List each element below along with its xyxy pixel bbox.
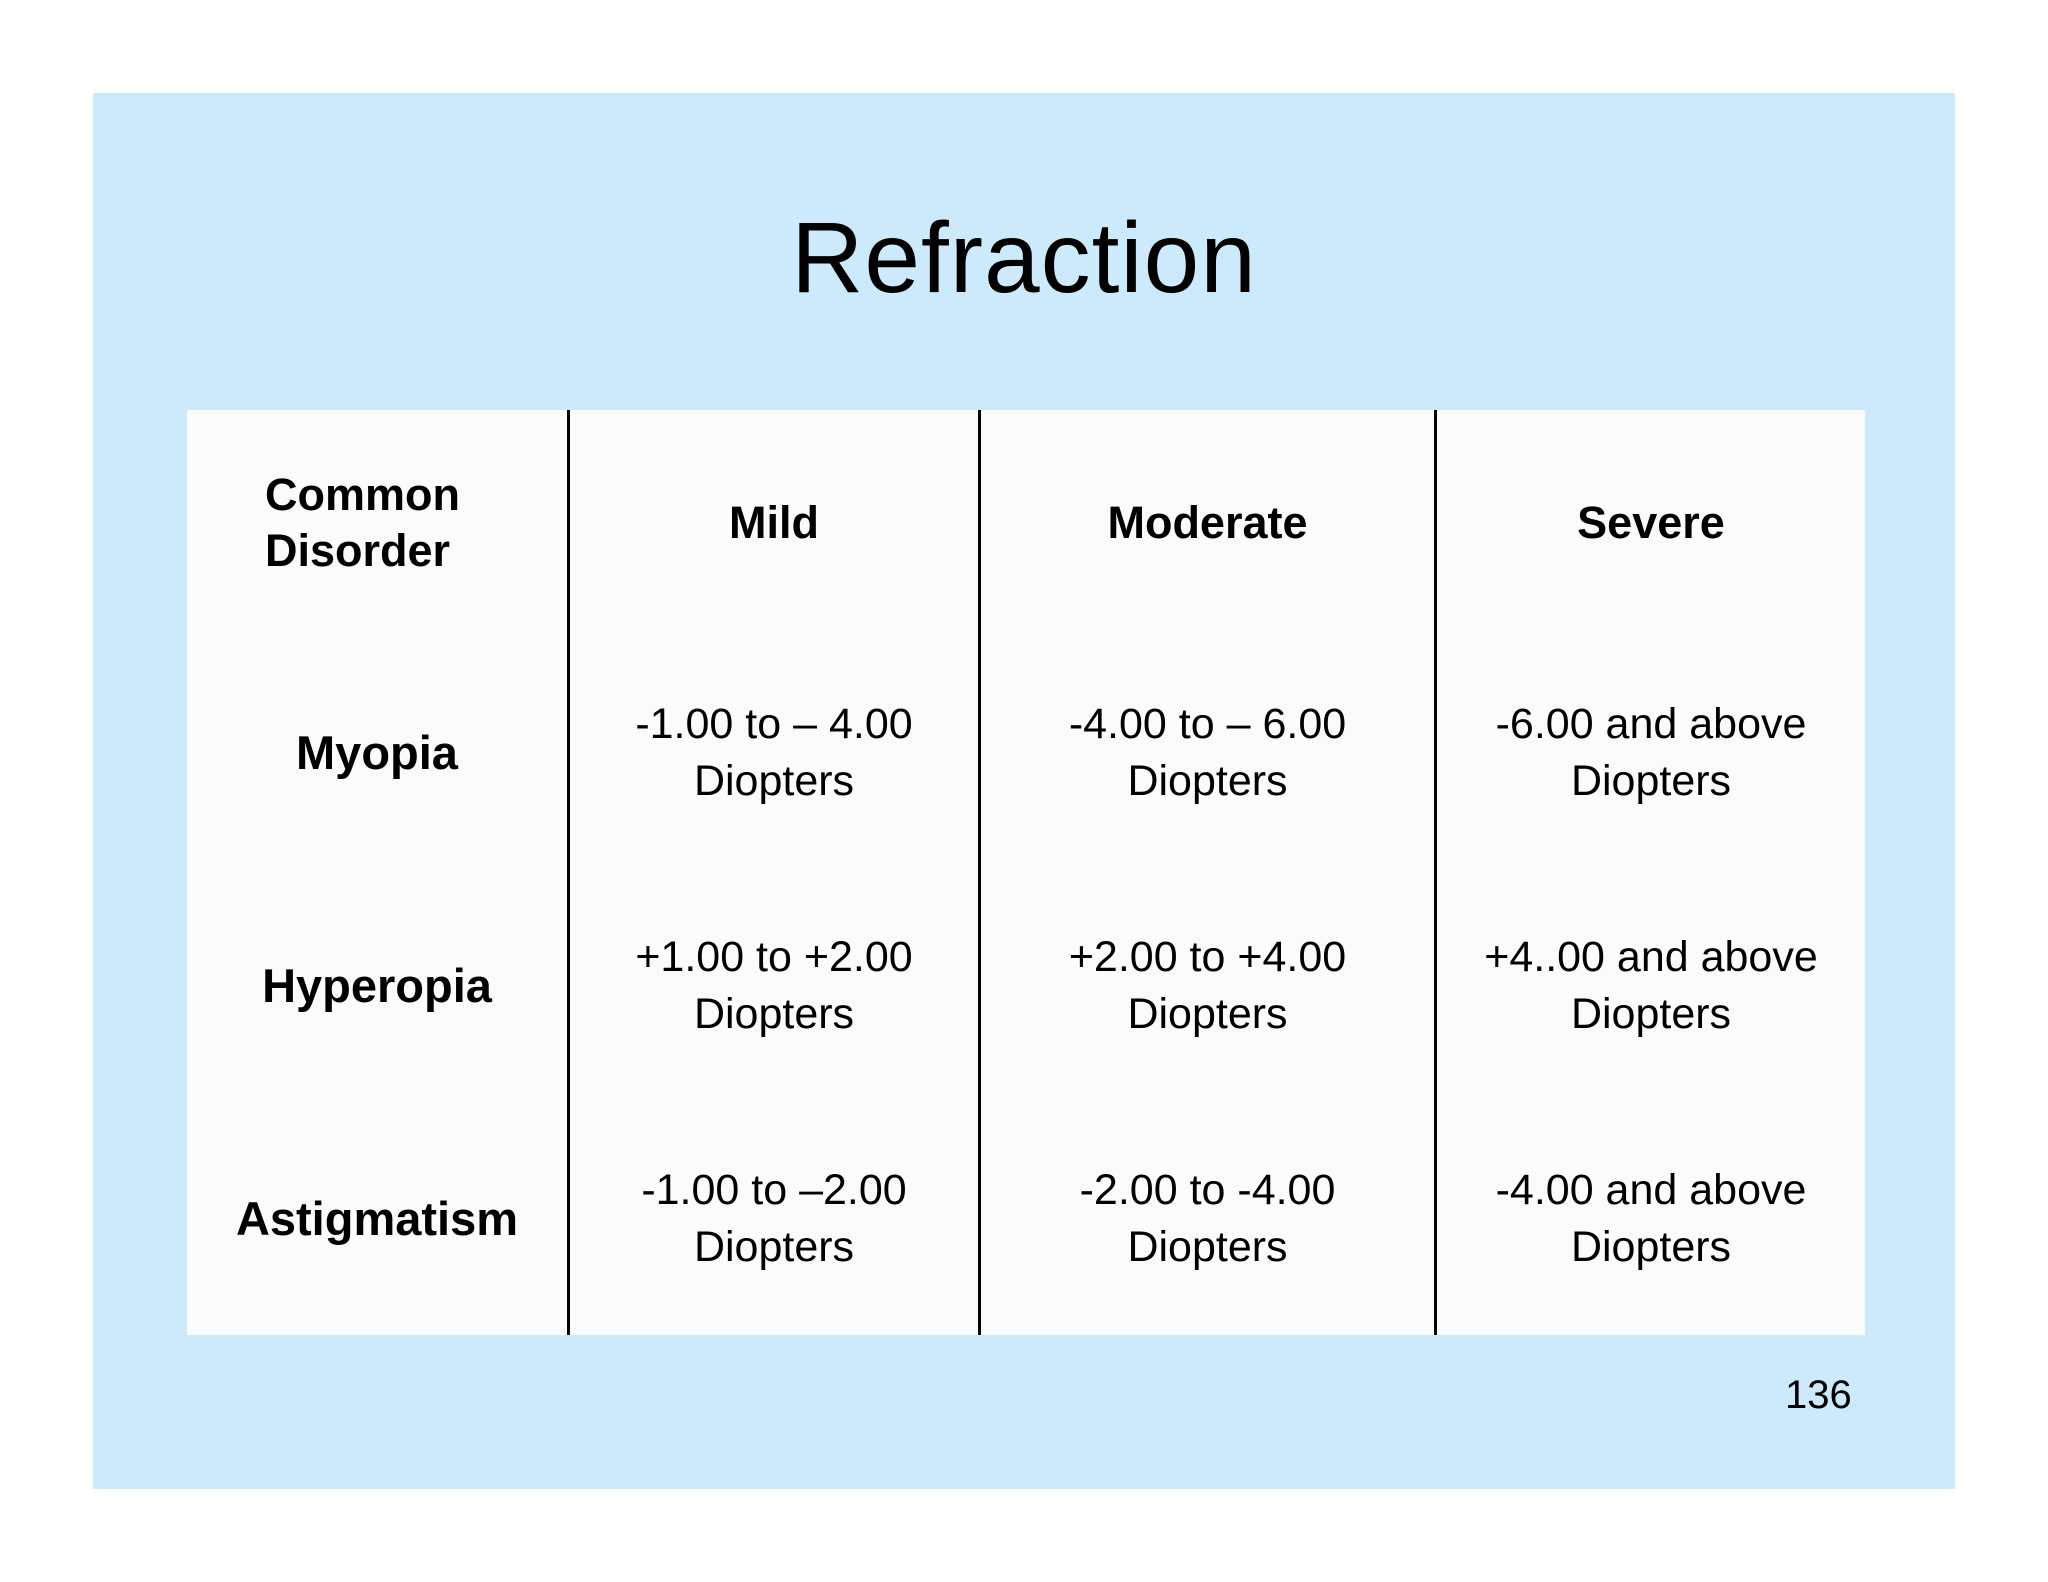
myopia-moderate-range: -4.00 to – 6.00 Diopters [981,636,1434,869]
range-unit: Diopters [1127,989,1288,1038]
header-label: Moderate [1107,497,1308,548]
range-value: +4..00 and above [1484,932,1818,981]
range-unit: Diopters [1570,1222,1732,1271]
page-title: Refraction [791,202,1257,314]
range-value: -2.00 to -4.00 [1079,1165,1336,1214]
range-unit: Diopters [693,989,855,1038]
range-value: +1.00 to +2.00 [635,932,913,981]
myopia-severe-range: -6.00 and above Diopters [1437,636,1865,869]
table-header-severe: Severe [1437,410,1865,636]
column-mild: Mild -1.00 to – 4.00 Diopters +1.00 to +… [570,410,981,1335]
table-header-common-disorder: Common Disorder [187,410,567,636]
range-unit: Diopters [693,1222,855,1271]
hyperopia-mild-range: +1.00 to +2.00 Diopters [570,869,978,1102]
table-header-mild: Mild [570,410,978,636]
disorder-name-myopia: Myopia [296,726,458,779]
page-number: 136 [1785,1373,1852,1417]
disorder-name-astigmatism: Astigmatism [235,1192,519,1245]
column-severe: Severe -6.00 and above Diopters +4..00 a… [1437,410,1865,1335]
range-unit: Diopters [1127,1222,1288,1271]
range-unit: Diopters [693,756,855,805]
header-label: Mild [729,497,819,548]
refraction-table: Common Disorder Myopia Hyperopia Astigma… [187,410,1865,1335]
range-unit: Diopters [1570,989,1732,1038]
range-unit: Diopters [1127,756,1288,805]
slide-panel: Refraction Common Disorder Myopia Hypero… [93,93,1955,1489]
column-common-disorder: Common Disorder Myopia Hyperopia Astigma… [187,410,570,1335]
range-value: -1.00 to –2.00 [641,1165,907,1214]
myopia-mild-range: -1.00 to – 4.00 Diopters [570,636,978,869]
hyperopia-severe-range: +4..00 and above Diopters [1437,869,1865,1102]
header-label: Common Disorder [265,469,460,576]
range-unit: Diopters [1570,756,1732,805]
range-value: -1.00 to – 4.00 [635,699,913,748]
astigmatism-moderate-range: -2.00 to -4.00 Diopters [981,1102,1434,1335]
astigmatism-mild-range: -1.00 to –2.00 Diopters [570,1102,978,1335]
hyperopia-moderate-range: +2.00 to +4.00 Diopters [981,869,1434,1102]
header-label: Severe [1577,497,1725,548]
range-value: -4.00 to – 6.00 [1068,699,1347,748]
astigmatism-severe-range: -4.00 and above Diopters [1437,1102,1865,1335]
range-value: -6.00 and above [1495,699,1807,748]
table-header-moderate: Moderate [981,410,1434,636]
range-value: -4.00 and above [1495,1165,1807,1214]
range-value: +2.00 to +4.00 [1068,932,1347,981]
disorder-name-hyperopia: Hyperopia [262,959,492,1012]
column-moderate: Moderate -4.00 to – 6.00 Diopters +2.00 … [981,410,1437,1335]
